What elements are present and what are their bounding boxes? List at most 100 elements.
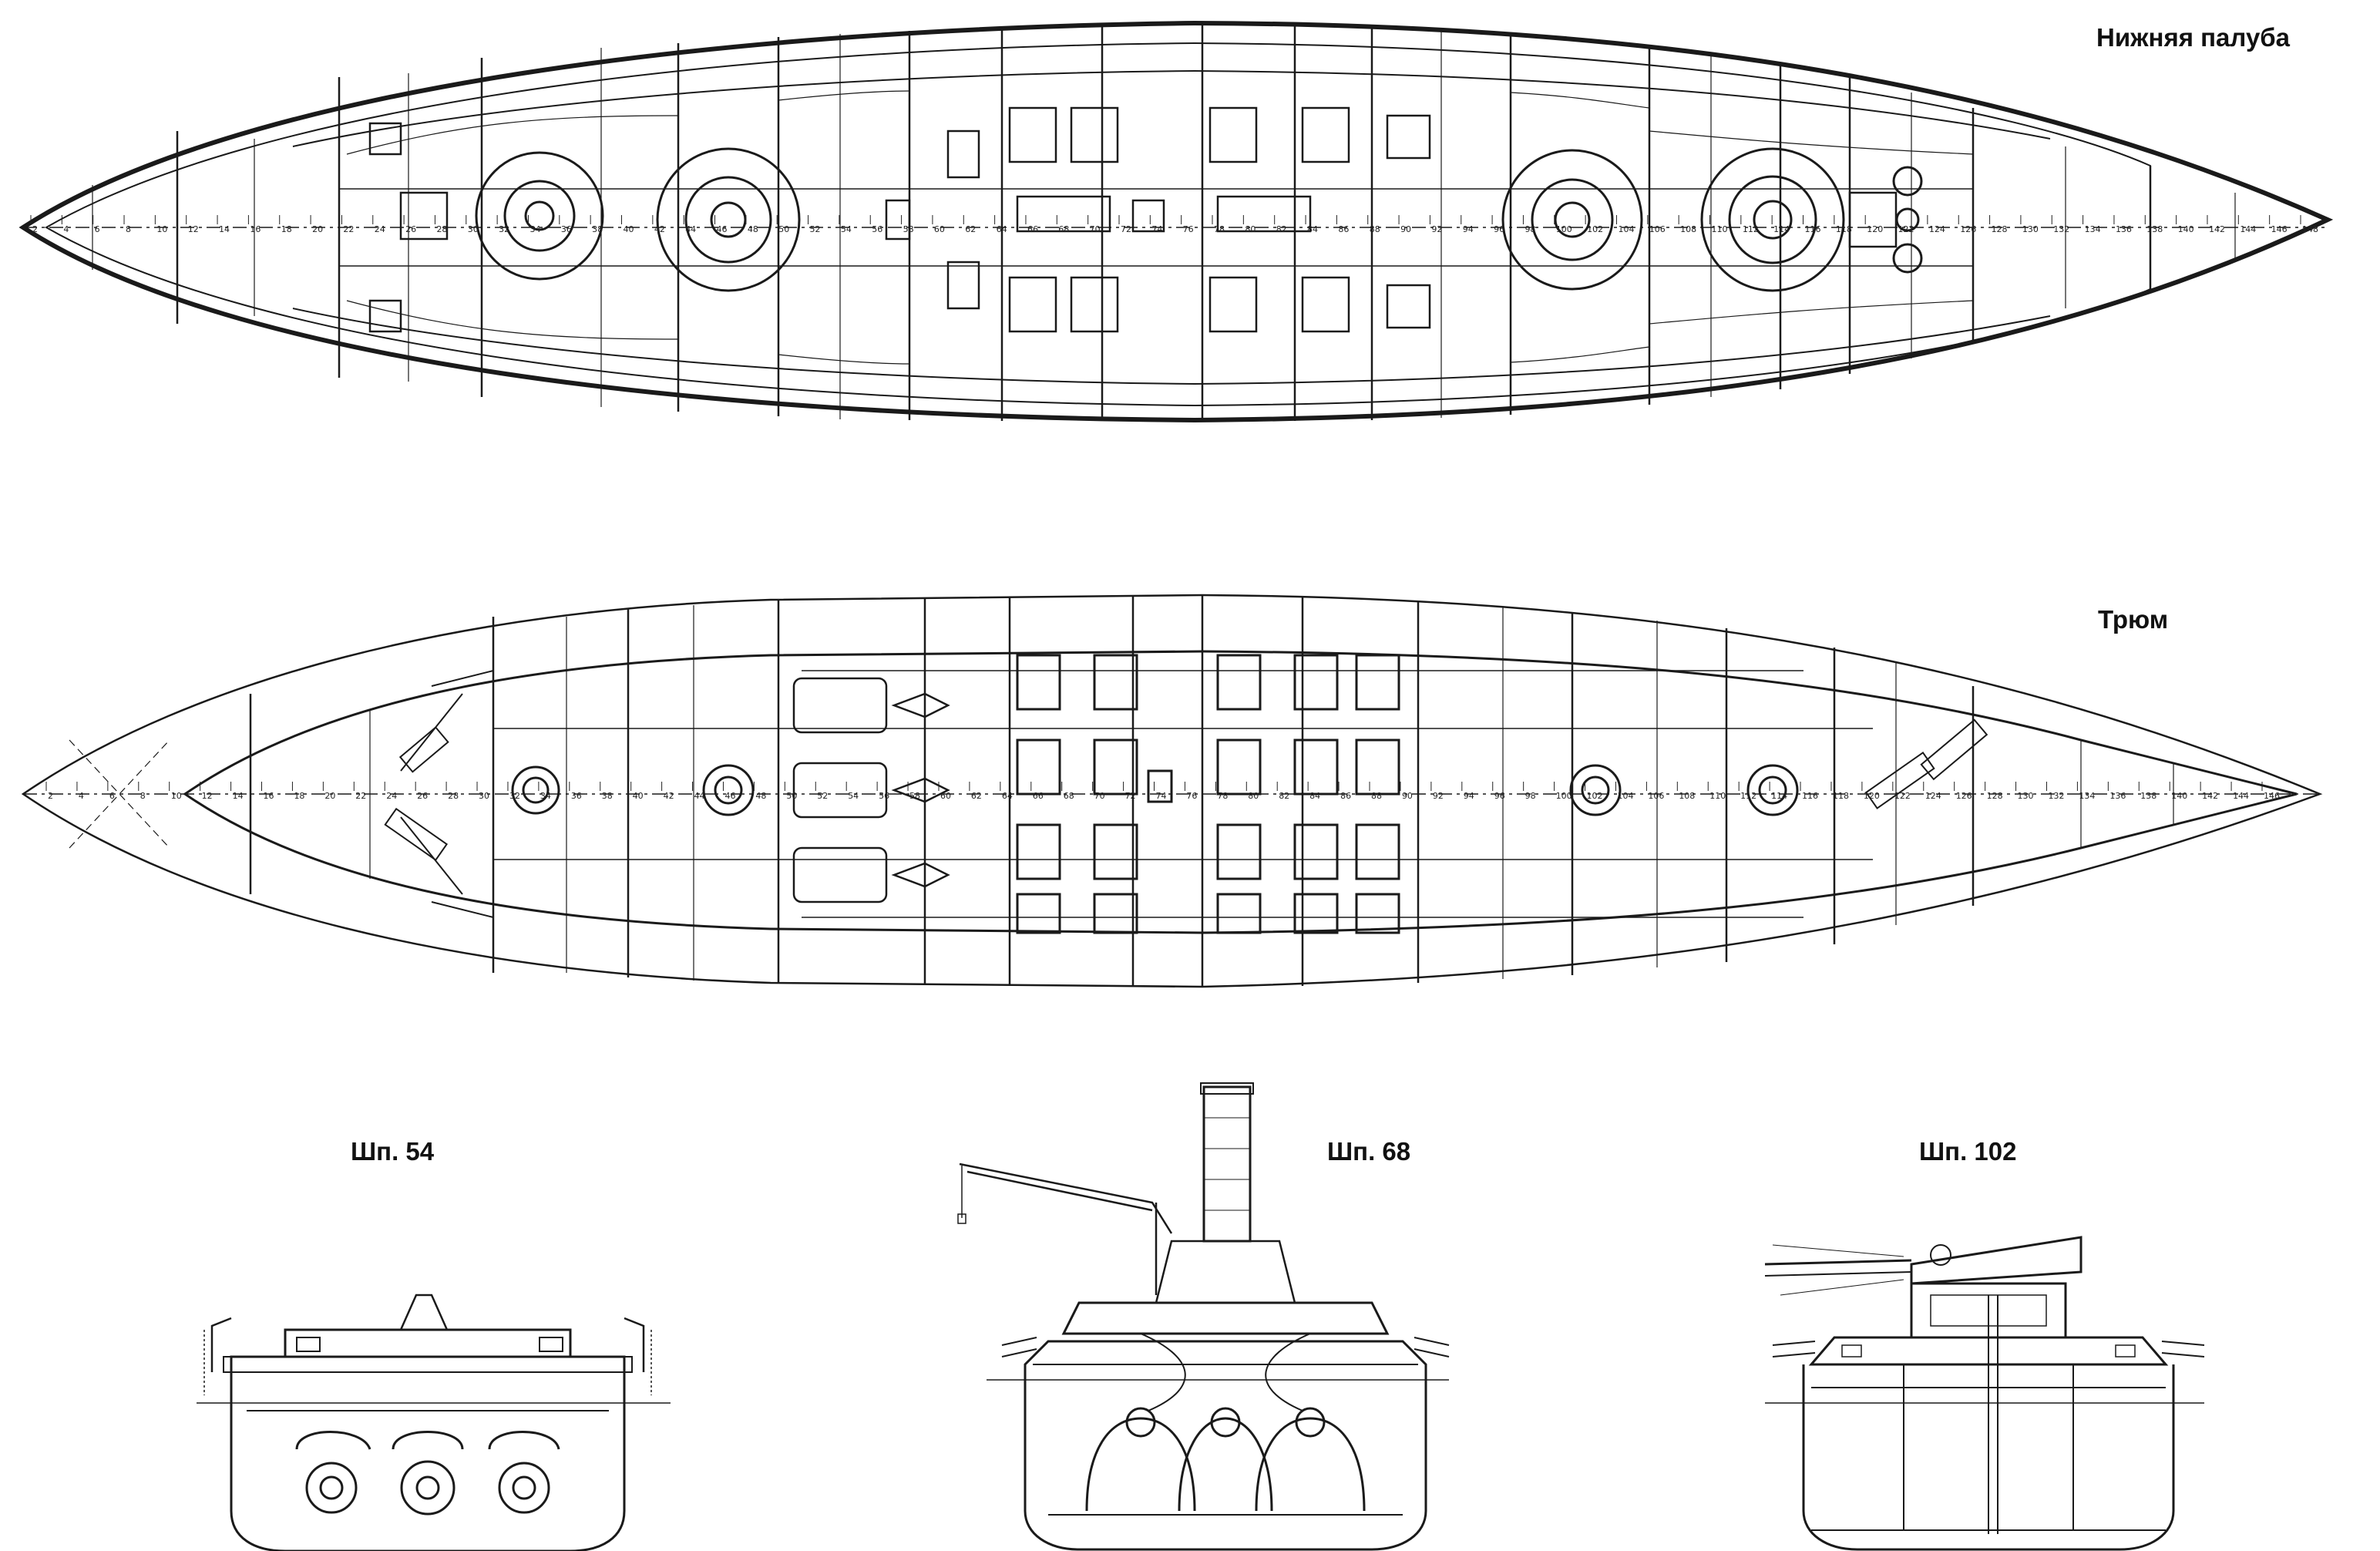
frame-number: 56 (879, 791, 889, 801)
frame-number: 2 (32, 224, 38, 234)
frame-102-title: Шп. 102 (1919, 1137, 2017, 1166)
frame-number: 100 (1556, 224, 1572, 234)
frame-number: 4 (79, 791, 84, 801)
frame-number: 132 (2048, 791, 2064, 801)
frame-number: 86 (1340, 791, 1351, 801)
frame-number: 74 (1156, 791, 1167, 801)
frame-number: 122 (1894, 791, 1911, 801)
frame-number: 42 (664, 791, 674, 801)
frame-68-title: Шп. 68 (1327, 1137, 1411, 1166)
frame-number: 102 (1587, 791, 1603, 801)
frame-number: 106 (1648, 791, 1664, 801)
frame-number: 136 (2116, 224, 2132, 234)
frame-number: 140 (2171, 791, 2187, 801)
frame-number: 28 (448, 791, 459, 801)
frame-number: 16 (250, 224, 261, 234)
frame-number: 124 (1929, 224, 1945, 234)
frame-number: 134 (2079, 791, 2095, 801)
frame-number: 144 (2233, 791, 2249, 801)
frame-number: 24 (386, 791, 397, 801)
frame-number: 8 (126, 224, 131, 234)
hold-title: Трюм (2098, 605, 2169, 634)
frame-number: 146 (2264, 791, 2280, 801)
frame-number: 44 (685, 224, 696, 234)
frame-number: 128 (1987, 791, 2003, 801)
frame-number: 128 (1992, 224, 2008, 234)
frame-number: 104 (1617, 791, 1633, 801)
frame-number: 140 (2178, 224, 2194, 234)
frame-number: 98 (1525, 791, 1536, 801)
frame-number: 54 (841, 224, 852, 234)
frame-number: 120 (1864, 791, 1880, 801)
frame-number: 122 (1898, 224, 1914, 234)
frame-number: 54 (848, 791, 859, 801)
frame-number: 58 (909, 791, 920, 801)
frame-number: 14 (233, 791, 244, 801)
frame-number: 120 (1867, 224, 1883, 234)
frame-number: 52 (817, 791, 828, 801)
frame-number: 100 (1556, 791, 1572, 801)
frame-number: 32 (499, 224, 509, 234)
frame-number: 24 (375, 224, 385, 234)
frame-number: 12 (188, 224, 199, 234)
frame-number: 4 (63, 224, 69, 234)
frame-number: 118 (1836, 224, 1852, 234)
frame-number: 50 (778, 224, 789, 234)
frame-number: 112 (1743, 224, 1759, 234)
frame-number: 60 (934, 224, 945, 234)
frame-number: 114 (1771, 791, 1787, 801)
frame-number: 56 (872, 224, 882, 234)
frame-number: 34 (540, 791, 551, 801)
frame-number: 108 (1680, 224, 1696, 234)
frame-number: 92 (1433, 791, 1444, 801)
frame-number: 78 (1217, 791, 1228, 801)
frame-number: 98 (1524, 224, 1535, 234)
frame-number: 96 (1494, 791, 1505, 801)
frame-number: 36 (571, 791, 582, 801)
frame-number: 72 (1121, 224, 1131, 234)
frame-number: 10 (156, 224, 167, 234)
frame-number: 82 (1276, 224, 1287, 234)
frame-number: 138 (2140, 791, 2156, 801)
frame-number: 110 (1709, 791, 1726, 801)
frame-number: 72 (1125, 791, 1136, 801)
frame-number: 130 (2018, 791, 2034, 801)
frame-number: 32 (509, 791, 520, 801)
frame-number: 126 (1956, 791, 1972, 801)
frame-number: 52 (810, 224, 821, 234)
frame-number: 6 (109, 791, 115, 801)
frame-number: 116 (1805, 224, 1821, 234)
frame-number: 22 (355, 791, 366, 801)
frame-number: 84 (1309, 791, 1320, 801)
frame-number: 18 (281, 224, 292, 234)
frame-number: 124 (1925, 791, 1941, 801)
frame-number: 76 (1183, 224, 1194, 234)
frame-number: 142 (2209, 224, 2225, 234)
frame-number: 26 (417, 791, 428, 801)
frame-number: 2 (48, 791, 53, 801)
lower-deck-title: Нижняя палуба (2096, 23, 2291, 52)
frame-number: 112 (1740, 791, 1756, 801)
frame-number: 30 (479, 791, 489, 801)
frame-number: 78 (1214, 224, 1225, 234)
frame-number: 62 (965, 224, 976, 234)
frame-number: 40 (624, 224, 634, 234)
frame-number: 136 (2109, 791, 2126, 801)
frame-number: 12 (202, 791, 213, 801)
frame-number: 46 (724, 791, 735, 801)
frame-number: 148 (2302, 224, 2318, 234)
frame-number: 28 (436, 224, 447, 234)
frame-number: 82 (1279, 791, 1289, 801)
frame-number: 80 (1245, 224, 1256, 234)
frame-number: 74 (1151, 224, 1162, 234)
frame-number: 108 (1679, 791, 1695, 801)
frame-number: 6 (95, 224, 100, 234)
frame-number: 66 (1027, 224, 1038, 234)
frame-number: 80 (1248, 791, 1259, 801)
frame-number: 138 (2146, 224, 2163, 234)
frame-number: 34 (529, 224, 540, 234)
